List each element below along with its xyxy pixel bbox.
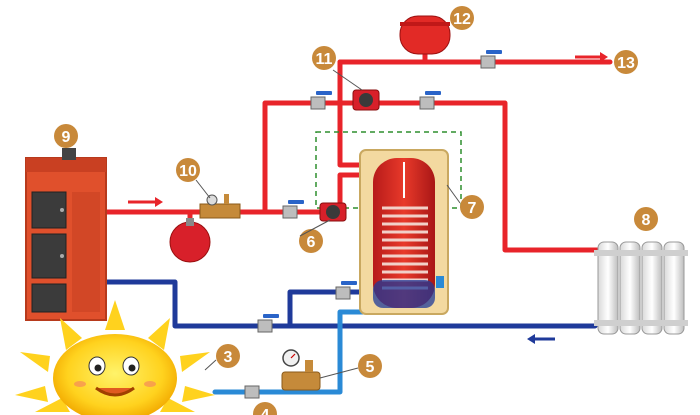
callout-7: 7 <box>460 195 484 219</box>
callout-5-label: 5 <box>366 359 375 376</box>
expansion-tank-icon <box>169 218 211 263</box>
valve-handles <box>263 50 502 318</box>
sun-icon <box>15 300 215 415</box>
callout-9-label: 9 <box>62 129 71 146</box>
callout-9: 9 <box>54 124 78 148</box>
callout-6-label: 6 <box>307 234 316 251</box>
control-connection-outline <box>315 131 462 209</box>
callout-3-label: 3 <box>224 349 233 366</box>
leader-lines <box>195 69 461 379</box>
callout-5: 5 <box>358 354 382 378</box>
callout-13: 13 <box>614 50 638 74</box>
callout-3: 3 <box>216 344 240 368</box>
radiator-icon <box>594 241 688 335</box>
callout-10: 10 <box>176 158 200 182</box>
callouts: 3 4 5 6 7 8 9 10 11 12 13 <box>54 6 658 415</box>
expansion-tank-icon <box>399 15 451 55</box>
circulation-pump-icon <box>352 89 380 111</box>
water-supply-pipes <box>212 309 375 395</box>
pressure-gauge-icon <box>281 349 321 391</box>
callout-11-label: 11 <box>316 51 333 68</box>
callout-4: 4 <box>253 402 277 415</box>
indirect-water-heater-icon <box>359 149 449 315</box>
callout-10-label: 10 <box>179 163 197 180</box>
solid-fuel-boiler-icon <box>25 148 107 321</box>
callout-12: 12 <box>450 6 474 30</box>
callout-8: 8 <box>634 207 658 231</box>
circulation-pump-icon <box>319 202 347 222</box>
flow-arrow-icon <box>128 52 608 344</box>
callout-4-label: 4 <box>261 407 270 415</box>
hot-pipes <box>101 49 613 253</box>
safety-group-icon <box>199 194 241 219</box>
callout-13-label: 13 <box>617 55 635 72</box>
ball-valve-icon <box>244 55 496 399</box>
callout-6: 6 <box>299 229 323 253</box>
callout-11: 11 <box>312 46 336 70</box>
callout-12-label: 12 <box>453 11 471 28</box>
callout-7-label: 7 <box>468 200 477 217</box>
callout-8-label: 8 <box>642 212 651 229</box>
